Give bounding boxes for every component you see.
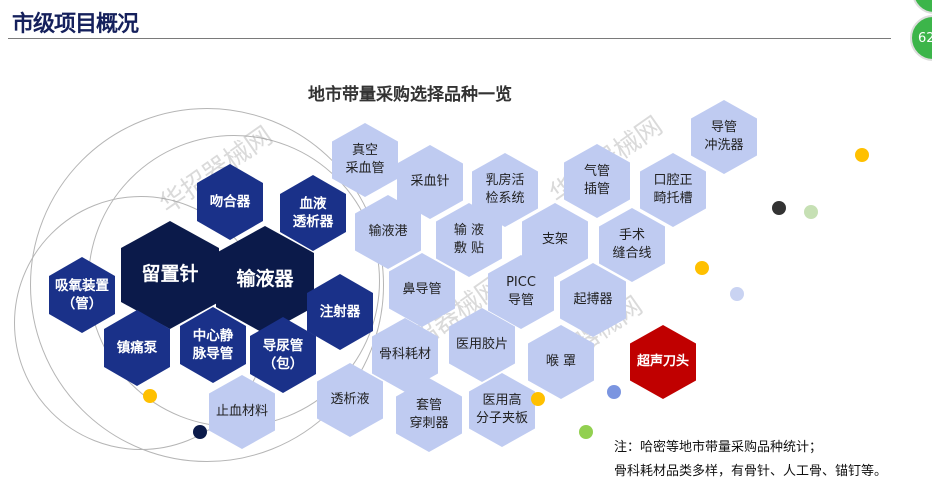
footnote: 注：哈密等地市带量采购品种统计； 骨科耗材品类多样，有骨针、人工骨、锚钉等。 bbox=[614, 436, 887, 484]
product-hex: 鼻导管 bbox=[389, 253, 455, 327]
floating-badge-top[interactable] bbox=[912, 0, 932, 14]
product-hex: 透析液 bbox=[317, 363, 383, 437]
product-hex: 医用高 分子夹板 bbox=[469, 373, 535, 447]
decor-dot bbox=[772, 201, 786, 215]
product-hex: 喉 罩 bbox=[528, 325, 594, 399]
decor-dot bbox=[607, 385, 621, 399]
decor-dot bbox=[804, 205, 818, 219]
floating-badge[interactable]: 62 bbox=[910, 15, 932, 61]
divider bbox=[8, 38, 891, 39]
footnote-line-2: 骨科耗材品类多样，有骨针、人工骨、锚钉等。 bbox=[614, 464, 888, 479]
page-title: 市级项目概况 bbox=[12, 12, 139, 37]
product-hex: 血液 透析器 bbox=[280, 175, 346, 251]
product-hex: 导管 冲洗器 bbox=[691, 100, 757, 174]
decor-dot bbox=[143, 389, 157, 403]
decor-dot bbox=[855, 148, 869, 162]
product-hex: 吻合器 bbox=[197, 164, 263, 240]
product-hex: PICC 导管 bbox=[488, 255, 554, 329]
decor-dot bbox=[193, 425, 207, 439]
decor-dot bbox=[695, 261, 709, 275]
decor-dot bbox=[531, 392, 545, 406]
product-hex: 止血材料 bbox=[209, 375, 275, 449]
decor-dot bbox=[579, 425, 593, 439]
decor-dot bbox=[730, 287, 744, 301]
chart-subtitle: 地市带量采购选择品种一览 bbox=[308, 85, 512, 105]
product-hex: 起搏器 bbox=[560, 263, 626, 337]
product-hex: 超声刀头 bbox=[630, 325, 696, 399]
footnote-line-1: 注：哈密等地市带量采购品种统计； bbox=[614, 440, 823, 455]
product-hex: 套管 穿刺器 bbox=[396, 378, 462, 452]
product-hex: 口腔正 畸托槽 bbox=[640, 153, 706, 227]
product-hex: 医用胶片 bbox=[449, 308, 515, 382]
product-hex: 手术 缝合线 bbox=[599, 208, 665, 282]
